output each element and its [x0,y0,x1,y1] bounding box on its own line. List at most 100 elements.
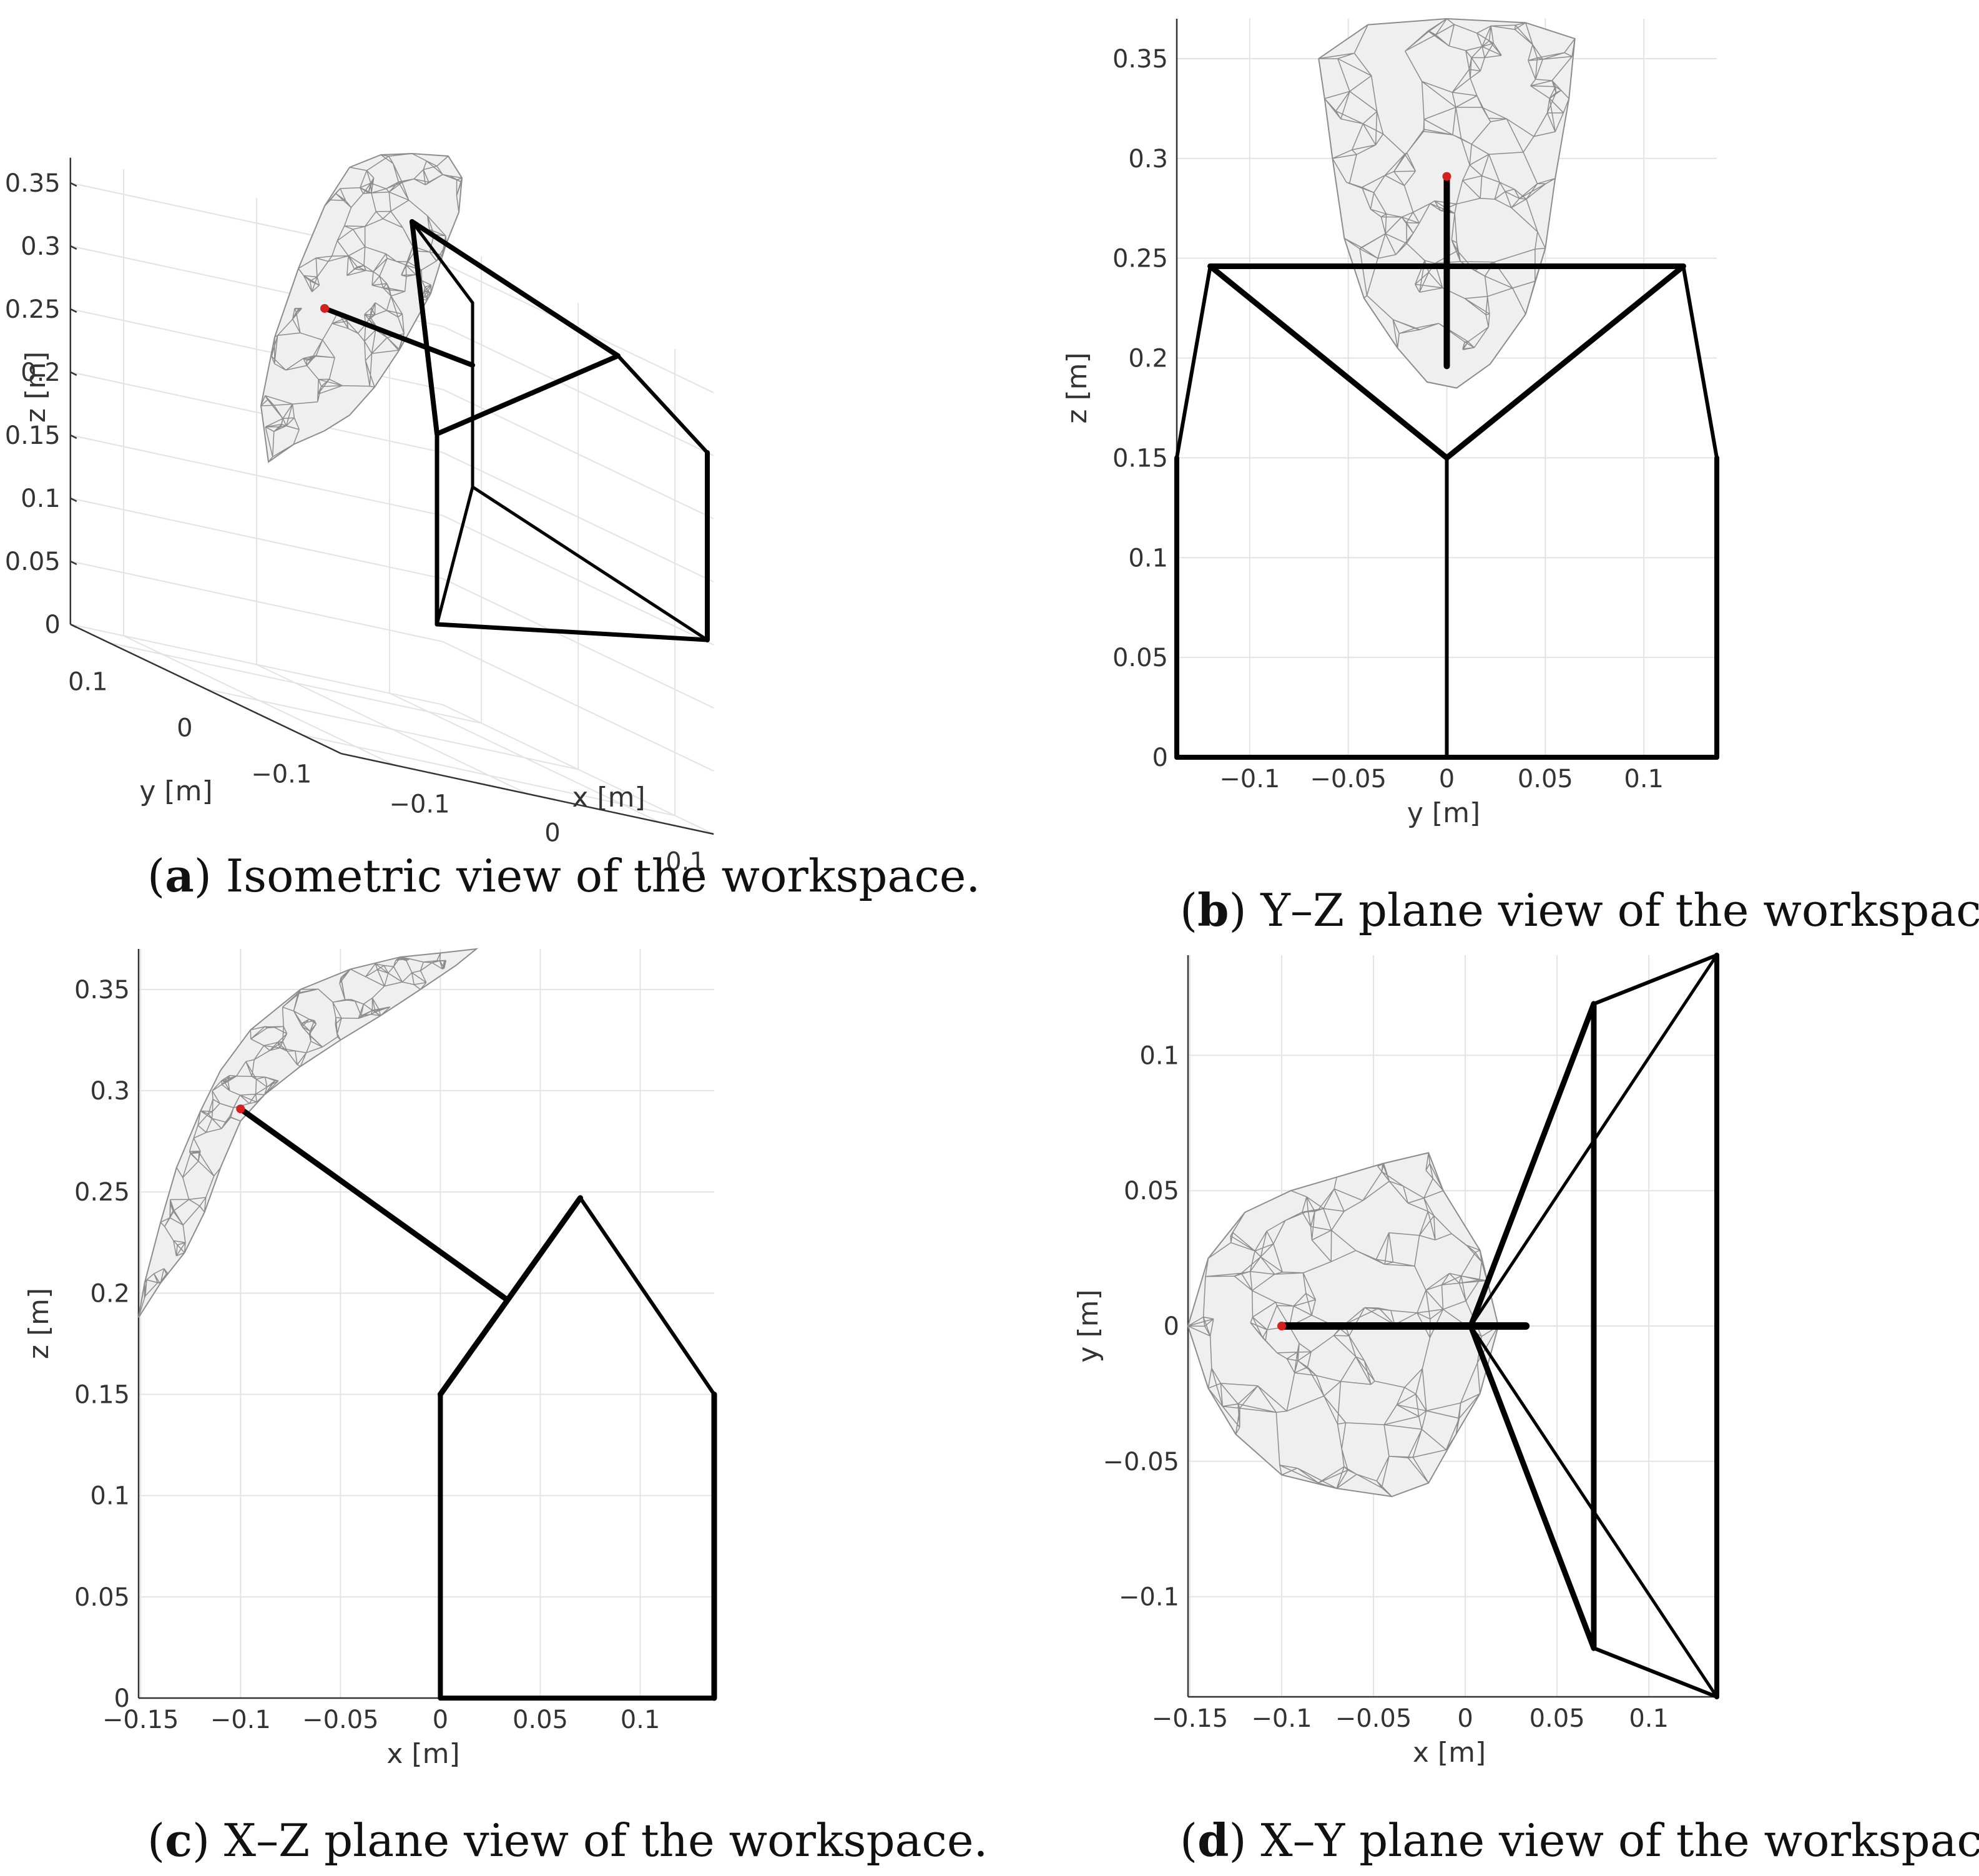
robot-link [237,1106,509,1302]
y-tick-label: 0 [1164,1312,1179,1341]
robot-link [322,306,475,368]
y-tick-label: 0 [1152,744,1168,772]
z-tick-label: 0.2 [21,358,61,387]
y-axis-label: y [m] [139,775,212,807]
z-tick [70,308,77,313]
x-tick-label: 0 [1457,1704,1473,1733]
workspace-boundary [260,152,463,463]
x-tick-label: 0.1 [1624,765,1664,793]
end-effector-point [236,1104,245,1114]
z-tick [70,371,77,376]
workspace-mesh [260,153,463,463]
robot-link [471,485,709,642]
robot-link [1591,953,1719,1006]
y-axis-label: y [m] [1073,1289,1104,1362]
x-tick-label: −0.1 [1219,765,1280,793]
robot-link [1469,953,1719,1328]
robot-link [1175,264,1212,460]
grid-line [389,692,661,823]
y-tick-label: 0.15 [74,1381,130,1410]
caption-b-label: b [1197,883,1229,936]
workspace-mesh [138,953,447,1318]
z-tick [70,497,77,503]
z-axis-label: z [m] [20,351,52,423]
z-tick [70,623,77,629]
caption-d: (d) X–Y plane view of the workspace. [1180,1814,1979,1867]
y-tick-label: 0 [177,714,192,743]
robot-link [410,219,440,436]
robot-link [1591,1646,1719,1699]
workspace [260,152,463,463]
grid-line [109,642,482,724]
robot-link [410,220,474,305]
z-tick [70,560,77,566]
y-tick-label: 0.35 [1112,45,1168,74]
caption-a: (a) Isometric view of the workspace. [147,849,981,902]
caption-a-label: a [165,849,194,902]
x-tick-label: −0.05 [302,1706,379,1734]
x-axis-label: x [m] [572,782,645,813]
y-tick-label: 0.35 [74,976,130,1004]
x-tick-label: −0.1 [1251,1704,1312,1733]
x-tick-label: −0.1 [389,790,449,819]
panel-d-xy: −0.15 −0.1 −0.05 0 0.05 0.1 −0.1 −0.05 0 0.05 0.1 x… [990,936,1979,1810]
x-tick-label: −0.15 [102,1706,179,1734]
y-tick-label: 0.2 [1128,345,1168,373]
x-tick-label: 0 [1439,765,1455,793]
x-tick-label: 0.1 [665,848,705,877]
y-tick-label: −0.1 [251,760,312,789]
y-tick-label: 0.3 [90,1077,130,1106]
robot-link [435,353,621,436]
z-tick-label: 0.35 [5,169,61,198]
y-tick-label: −0.05 [1102,1448,1179,1476]
z-tick-label: 0.3 [21,232,61,261]
end-effector-point [1442,172,1451,181]
x-tick-label: 0.1 [1629,1704,1669,1733]
robot-link [435,622,710,642]
robot-link [1468,1323,1597,1651]
caption-c-text: X–Z plane view of the workspace. [223,1814,988,1867]
caption-c: (c) X–Z plane view of the workspace. [147,1814,988,1867]
x-axis-line [341,752,714,835]
x-tick-label: −0.05 [1310,765,1387,793]
caption-d-text: X–Y plane view of the workspace. [1260,1814,1979,1867]
y-tick-label: 0.05 [1124,1177,1179,1206]
robot-link [437,1195,584,1398]
robot-link [1681,264,1719,460]
x-tick-label: −0.05 [1335,1704,1412,1733]
y-tick-label: 0.3 [1128,145,1168,174]
z-tick-label: 0.05 [5,548,61,576]
isometric-plot: 0.350.30.250.20.150.10.0500.10−0.1−0.100… [5,152,714,877]
y-tick-label: 0.1 [1128,544,1168,572]
robot-link [435,485,474,626]
y-axis-line [70,623,342,755]
end-effector-point [1277,1322,1286,1330]
x-axis-label: y [m] [1407,797,1480,829]
x-tick-label: 0.05 [1530,1704,1585,1733]
robot-link [1469,1324,1719,1699]
robot-link [1444,263,1686,461]
workspace-boundary [138,948,479,1318]
z-tick-label: 0 [44,611,60,639]
x-axis-label: x [m] [386,1738,459,1770]
robot-link [1207,263,1450,461]
x-tick-label: 0.1 [621,1706,660,1734]
grid-lines [139,949,714,1699]
y-tick-label: 0.1 [68,668,108,697]
y-tick-label: −0.1 [1119,1583,1179,1612]
x-tick-label: 0 [433,1706,448,1734]
caption-a-text: Isometric view of the workspace. [225,850,981,902]
x-tick-label: −0.1 [210,1706,271,1734]
caption-c-label: c [165,1814,192,1867]
y-tick-label: 0.1 [90,1482,130,1511]
x-tick-label: −0.15 [1152,1704,1229,1733]
z-tick [70,182,77,187]
y-tick-label: 0.1 [1139,1041,1179,1070]
x-tick-label: 0.05 [513,1706,568,1734]
x-axis-label: x [m] [1413,1737,1486,1769]
y-tick-label: 0.15 [1112,444,1168,473]
